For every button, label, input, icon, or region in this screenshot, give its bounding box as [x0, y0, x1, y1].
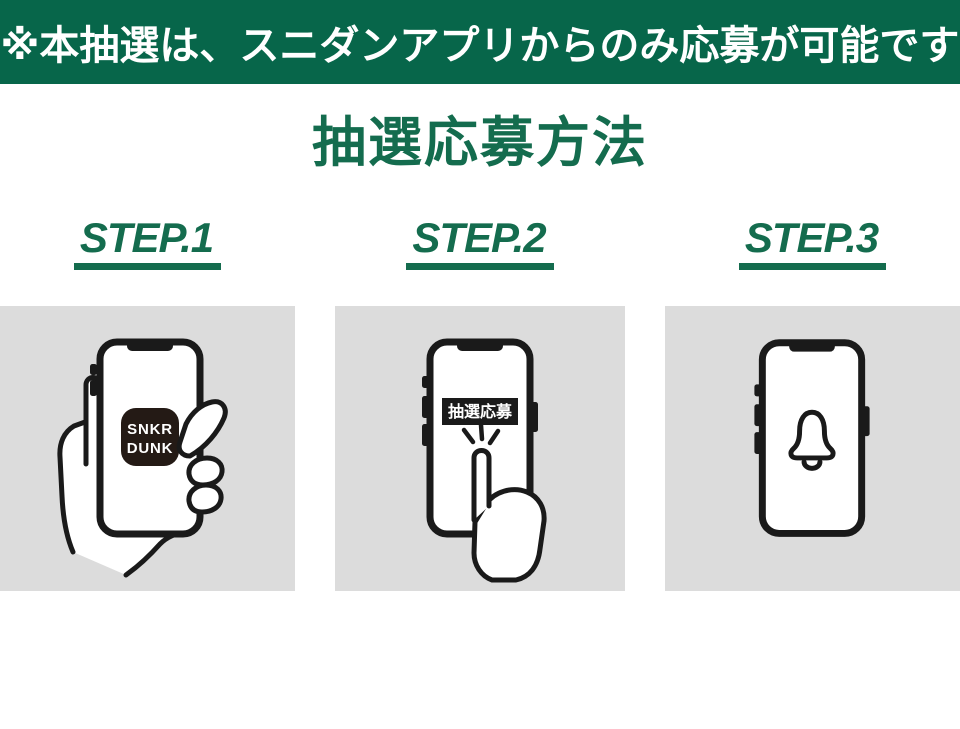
- notice-banner-text: ※本抽選は、スニダンアプリからのみ応募が可能です: [0, 24, 960, 68]
- snkrdunk-app-icon: [121, 408, 179, 467]
- thumb: [176, 399, 228, 459]
- step3-cell: STEP.3: [665, 216, 960, 271]
- step1-label: STEP.1: [73, 216, 222, 271]
- app-icon-text-line1: SNKR: [127, 421, 173, 438]
- step3-panel: [665, 306, 960, 592]
- hand-holding-phone-illustration: SNKR DUNK: [57, 338, 228, 578]
- phone-side-button: [90, 364, 97, 376]
- pointing-finger: [471, 448, 492, 523]
- curled-finger: [186, 455, 225, 488]
- tap-burst-icon: [461, 422, 501, 446]
- lottery-apply-button: [442, 398, 518, 426]
- step1-panel: SNKR DUNK: [0, 306, 295, 592]
- notification-phone-illustration: [754, 339, 870, 538]
- step2-cell: STEP.2: [335, 216, 625, 271]
- notice-banner: ※本抽選は、スニダンアプリからのみ応募が可能です: [0, 0, 960, 84]
- page-title: 抽選応募方法: [312, 113, 648, 173]
- step2-label: STEP.2: [406, 216, 554, 271]
- phone-notch: [457, 339, 503, 352]
- step2-panel: 抽選応募: [335, 306, 625, 592]
- tap-lottery-button-illustration: 抽選応募: [422, 338, 547, 583]
- steps-row: STEP.1 STEP.2 STEP.3: [0, 216, 960, 271]
- lottery-apply-button-text: 抽選応募: [448, 402, 513, 421]
- bell-icon: [788, 409, 836, 471]
- fist: [471, 487, 547, 583]
- phone-notch: [127, 339, 173, 352]
- app-icon-text-line2: DUNK: [127, 440, 174, 457]
- palm-outline-left: [57, 415, 99, 555]
- step3-label: STEP.3: [738, 216, 887, 271]
- phone-notch: [789, 339, 835, 352]
- curled-finger: [186, 482, 224, 515]
- panels-row: SNKR DUNK 抽選応募: [0, 306, 960, 592]
- phone-side-button: [90, 380, 97, 397]
- step1-cell: STEP.1: [0, 216, 295, 271]
